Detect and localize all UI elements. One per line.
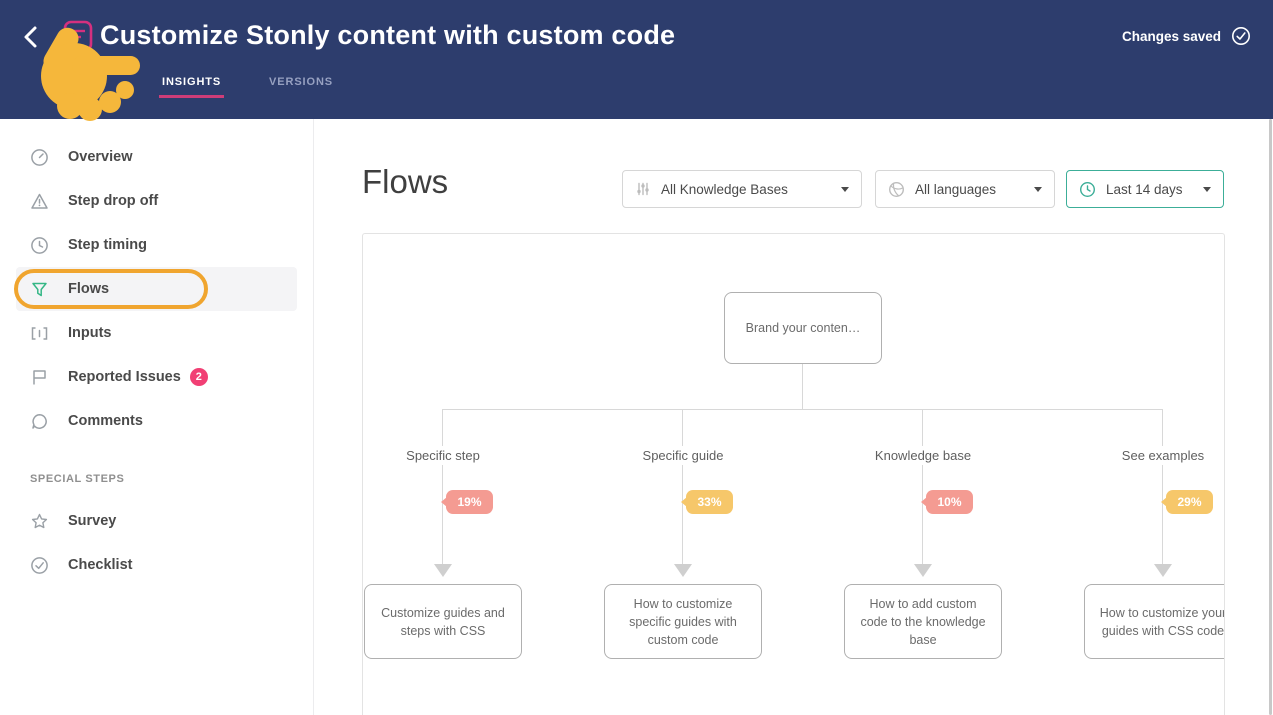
sidebar-item-step-timing[interactable]: Step timing [16,223,297,267]
percent-badge: 29% [1161,490,1213,514]
arrow-down-icon [1154,564,1172,577]
chevron-down-icon [1203,186,1211,192]
connector-line [1162,409,1163,564]
check-circle-icon [1232,27,1250,45]
connector-line [922,409,923,564]
tab-versions[interactable]: VERSIONS [269,76,334,88]
vertical-scrollbar[interactable] [1269,119,1272,715]
chevron-down-icon [841,186,849,192]
percent-value: 10% [937,495,962,509]
sidebar-item-step-drop-off[interactable]: Step drop off [16,179,297,223]
sidebar-item-checklist[interactable]: Checklist [16,543,297,587]
sidebar-item-flows[interactable]: Flows [16,267,297,311]
issues-count-badge: 2 [189,368,208,386]
flow-chart-panel: Brand your conten… Specific step 19% Cus… [362,233,1225,715]
flow-branch: Specific step 19% Customize guides and s… [363,409,523,689]
input-field-icon [30,324,49,343]
page-title: Customize Stonly content with custom cod… [100,20,676,50]
check-circle-icon [30,556,49,575]
clock-icon [30,236,49,255]
sidebar-item-label: Step drop off [68,193,159,209]
guide-icon [63,20,93,52]
globe-icon [888,181,905,197]
arrow-down-icon [434,564,452,577]
chevron-left-icon [24,26,37,48]
connector-line [682,409,683,564]
flow-target-node[interactable]: How to customize your guides with CSS co… [1084,584,1224,659]
filter-value: Last 14 days [1106,181,1183,197]
sliders-icon [637,182,649,196]
sidebar-section-label: SPECIAL STEPS [30,473,125,485]
clock-icon [1079,181,1096,197]
percent-value: 29% [1177,495,1202,509]
gauge-icon [30,148,49,167]
percent-badge: 19% [441,490,493,514]
connector-line [443,409,1163,410]
badge-pointer [441,497,447,507]
top-bar: Customize Stonly content with custom cod… [0,0,1273,121]
percent-value: 33% [697,495,722,509]
sidebar-item-label: Inputs [68,325,112,341]
flag-icon [30,368,49,387]
sidebar-item-label: Checklist [68,557,133,573]
branch-label: Knowledge base [869,446,977,465]
sidebar-item-label: Reported Issues [68,369,181,385]
flow-root-node[interactable]: Brand your conten… [724,292,882,364]
badge-pointer [1161,497,1167,507]
connector-line [442,409,443,564]
percent-badge: 33% [681,490,733,514]
percent-badge: 10% [921,490,973,514]
flow-target-node[interactable]: How to add custom code to the knowledge … [844,584,1002,659]
arrow-down-icon [914,564,932,577]
star-icon [30,512,49,531]
flow-branch: See examples 29% How to customize your g… [1083,409,1224,689]
sidebar-item-label: Comments [68,413,143,429]
date-range-filter[interactable]: Last 14 days [1066,170,1224,208]
sidebar-item-overview[interactable]: Overview [16,135,297,179]
funnel-icon [30,280,49,299]
changes-saved: Changes saved [1122,26,1251,46]
section-heading: Flows [362,163,449,200]
sidebar-item-label: Overview [68,149,133,165]
main-content: Flows All Knowledge Bases All languages [314,119,1273,715]
sidebar-item-label: Step timing [68,237,147,253]
badge-pointer [921,497,927,507]
connector-line [802,364,803,409]
warning-triangle-icon [30,192,49,211]
sidebar-item-label: Survey [68,513,117,529]
back-button[interactable] [20,24,44,50]
sidebar: Overview Step drop off Step timing Flows [0,119,314,715]
branch-label: Specific guide [637,446,729,465]
arrow-down-icon [674,564,692,577]
filter-value: All Knowledge Bases [661,181,788,197]
sidebar-item-label: Flows [68,281,110,297]
sidebar-item-comments[interactable]: Comments [16,399,297,443]
changes-saved-label: Changes saved [1121,28,1221,44]
filter-value: All languages [915,181,997,197]
flow-branch: Knowledge base 10% How to add custom cod… [843,409,1003,689]
sidebar-item-inputs[interactable]: Inputs [16,311,297,355]
sidebar-item-survey[interactable]: Survey [16,499,297,543]
percent-value: 19% [457,495,482,509]
knowledge-base-filter[interactable]: All Knowledge Bases [622,170,862,208]
badge-pointer [681,497,687,507]
flow-branch: Specific guide 33% How to customize spec… [603,409,763,689]
tab-insights[interactable]: INSIGHTS [158,76,225,98]
flow-target-node[interactable]: Customize guides and steps with CSS [364,584,522,659]
chevron-down-icon [1034,186,1042,192]
tab-editor[interactable]: EDITOR [60,76,107,88]
language-filter[interactable]: All languages [875,170,1055,208]
comment-bubble-icon [30,412,49,431]
branch-label: Specific step [401,446,485,465]
sidebar-item-reported-issues[interactable]: Reported Issues 2 [16,355,297,399]
flow-target-node[interactable]: How to customize specific guides with cu… [604,584,762,659]
branch-label: See examples [1116,446,1210,465]
